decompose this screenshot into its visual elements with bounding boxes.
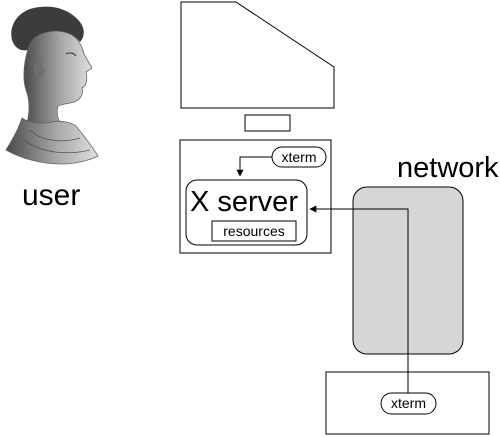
user-label: user — [22, 179, 80, 212]
x-server-box — [185, 179, 308, 246]
resources-label: resources — [223, 223, 284, 239]
local-xterm-pill — [271, 146, 327, 168]
local-workstation-box — [179, 139, 332, 254]
local-xterm-label: xterm — [282, 149, 317, 165]
x-server-label: X server — [190, 186, 298, 218]
crt-monitor-icon — [180, 1, 335, 132]
network-label: network — [397, 152, 499, 184]
remote-xterm-pill — [380, 392, 437, 415]
local-xterm-arrow — [236, 156, 272, 177]
resources-box — [211, 220, 297, 242]
roman-bust-icon — [5, 6, 99, 165]
network-connection-line — [309, 205, 409, 393]
remote-xterm-label: xterm — [391, 395, 426, 411]
